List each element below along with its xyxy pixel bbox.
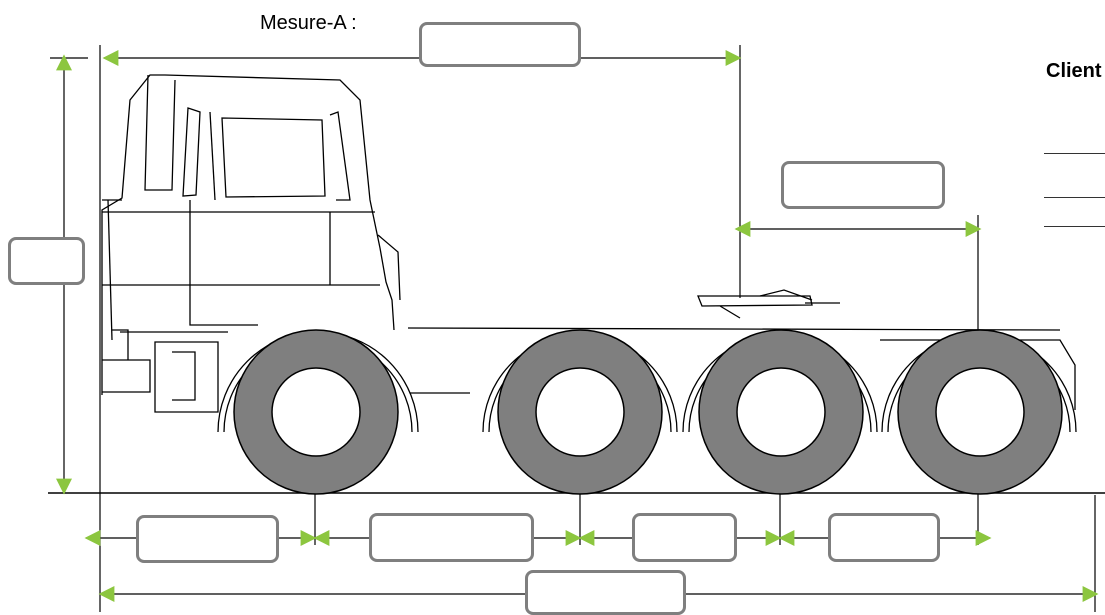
wheelbase-3-field[interactable] [828, 513, 940, 562]
wheel-rear-2 [698, 329, 864, 495]
front-overhang-field[interactable] [136, 515, 279, 563]
total-length-field[interactable] [525, 570, 686, 615]
truck-cab [101, 74, 401, 413]
height-field[interactable] [8, 237, 85, 285]
wheels [233, 329, 1063, 495]
mesure-a-field[interactable] [419, 22, 581, 67]
client-line-3[interactable] [1044, 226, 1105, 227]
wheel-rear-3 [897, 329, 1063, 495]
wheel-rear-1 [497, 329, 663, 495]
wheelbase-2-field[interactable] [632, 513, 737, 562]
client-label: Client [1046, 60, 1102, 82]
fifth-wheel-offset-field[interactable] [781, 161, 945, 209]
wheel-front [233, 329, 399, 495]
client-line-2[interactable] [1044, 197, 1105, 198]
wheelbase-1-field[interactable] [369, 513, 534, 562]
client-line-1[interactable] [1044, 153, 1105, 154]
mesure-a-label: Mesure-A : [260, 12, 357, 34]
